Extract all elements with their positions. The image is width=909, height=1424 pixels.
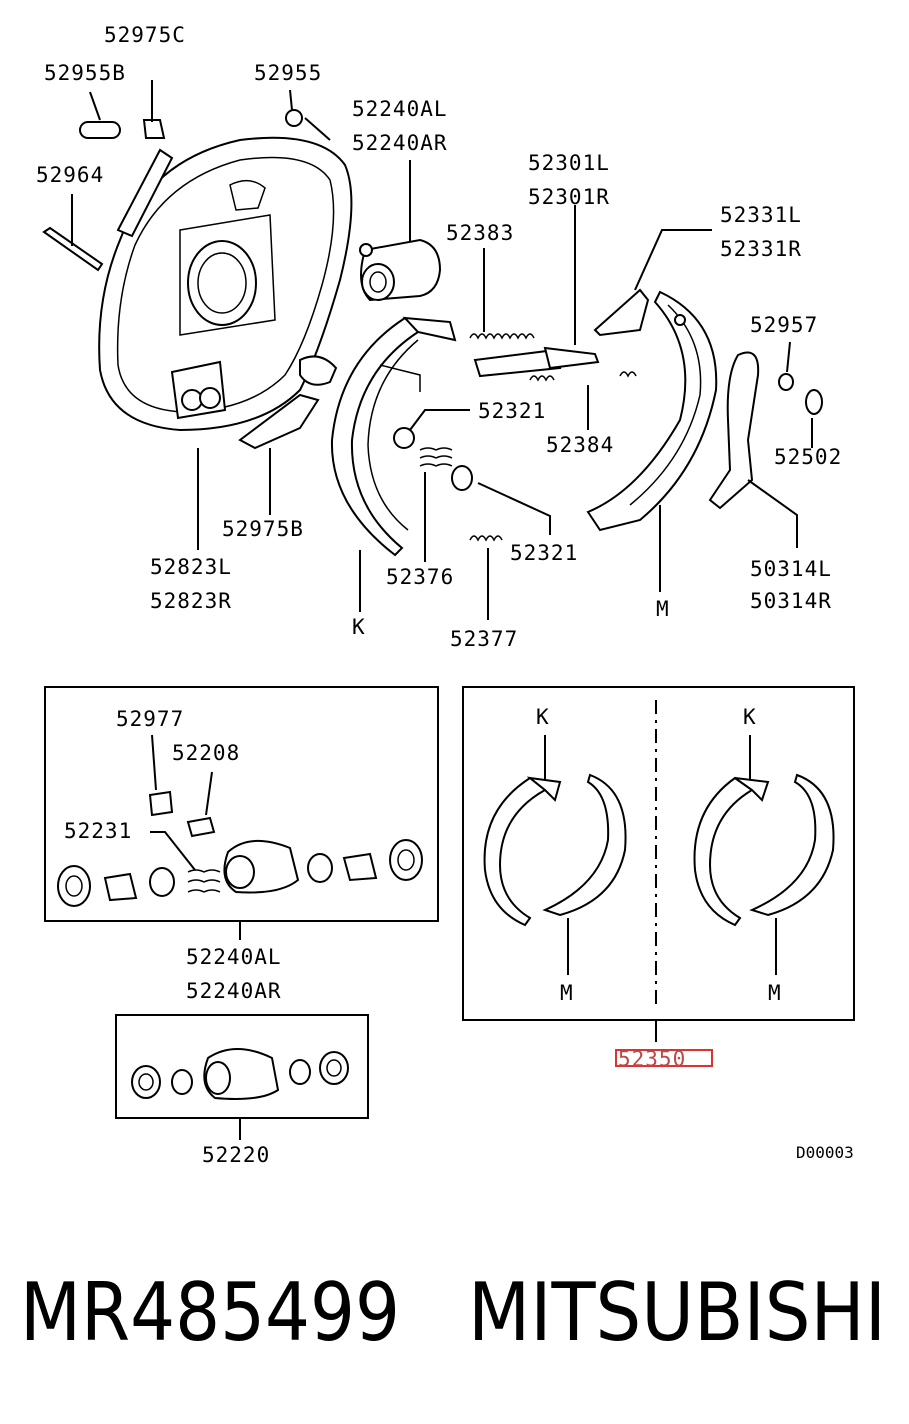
leader-lines — [71, 89, 813, 620]
fasteners — [42, 80, 338, 386]
label-52975b: 52975B — [222, 517, 304, 541]
bolt-52975c — [142, 119, 166, 139]
plug-52955b — [79, 121, 121, 139]
label-52301r: 52301R — [528, 185, 610, 209]
nut-52955 — [285, 109, 303, 127]
label-m-main: M — [656, 597, 670, 621]
label-52231: 52231 — [64, 819, 132, 843]
cup-52321b — [451, 465, 473, 491]
box-cylinder-kit — [115, 1014, 369, 1140]
part-labels: 52975C 52955B 52955 52240AL 52240AR 5296… — [36, 23, 854, 1167]
bolt-52975b — [299, 355, 338, 386]
label-52955: 52955 — [254, 61, 322, 85]
highlight-box-52350 — [615, 1049, 713, 1067]
label-52955b: 52955B — [44, 61, 126, 85]
footer: MR485499 MITSUBISHI — [20, 1266, 886, 1359]
label-52321-a: 52321 — [478, 399, 546, 423]
wheel-cylinder-top — [359, 238, 442, 302]
label-k-main: K — [352, 615, 366, 639]
label-52240ar-top: 52240AR — [352, 131, 448, 155]
brand-name: MITSUBISHI — [468, 1266, 886, 1359]
label-52384: 52384 — [546, 433, 614, 457]
label-m-left: M — [560, 981, 574, 1005]
cup-52321 — [393, 427, 415, 449]
label-52964: 52964 — [36, 163, 104, 187]
label-50314l: 50314L — [750, 557, 832, 581]
box-shoe-kit — [462, 686, 855, 1067]
label-52383: 52383 — [446, 221, 514, 245]
spring-52383 — [469, 333, 535, 340]
backing-plate — [98, 136, 353, 450]
label-52301l: 52301L — [528, 151, 610, 175]
label-52977: 52977 — [116, 707, 184, 731]
label-52331l: 52331L — [720, 203, 802, 227]
label-52376: 52376 — [386, 565, 454, 589]
label-52240al-box: 52240AL — [186, 945, 282, 969]
label-52957: 52957 — [750, 313, 818, 337]
label-50314r: 50314R — [750, 589, 832, 613]
clip-52502 — [805, 389, 823, 415]
brake-shoe-m — [586, 290, 718, 532]
label-52331r: 52331R — [720, 237, 802, 261]
label-52823r: 52823R — [150, 589, 232, 613]
adjuster-assembly — [393, 333, 637, 542]
bolt-52964 — [42, 226, 104, 272]
label-52321-b: 52321 — [510, 541, 578, 565]
part-number: MR485499 — [20, 1266, 400, 1359]
spring-52376 — [419, 447, 453, 467]
label-52220: 52220 — [202, 1143, 270, 1167]
box-wheel-cylinder-kit — [44, 686, 439, 940]
label-52208: 52208 — [172, 741, 240, 765]
label-52377: 52377 — [450, 627, 518, 651]
label-52240ar-box: 52240AR — [186, 979, 282, 1003]
diagram-code: D00003 — [796, 1143, 854, 1162]
label-k-right: K — [743, 705, 757, 729]
label-52350: 52350 — [618, 1047, 686, 1071]
label-m-right: M — [768, 981, 782, 1005]
strut-50314 — [708, 351, 823, 510]
label-52975c: 52975C — [104, 23, 186, 47]
label-k-left: K — [536, 705, 550, 729]
brake-shoe-k — [330, 316, 457, 557]
label-52823l: 52823L — [150, 555, 232, 579]
spring-52377 — [469, 535, 503, 542]
parking-lever — [593, 288, 650, 337]
label-52502: 52502 — [774, 445, 842, 469]
clip-52957 — [778, 373, 794, 391]
label-52240al-top: 52240AL — [352, 97, 448, 121]
